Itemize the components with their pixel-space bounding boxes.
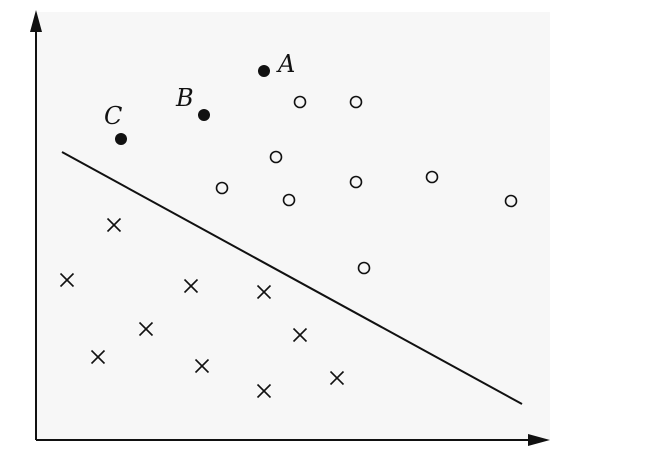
cross-point (90, 349, 106, 365)
open-point (349, 95, 363, 109)
cross-point (292, 327, 308, 343)
open-point (293, 95, 307, 109)
cross-point (106, 217, 122, 233)
cross-point (256, 383, 272, 399)
open-point (215, 181, 229, 195)
cross-point (329, 370, 345, 386)
label-b: B (175, 84, 194, 112)
filled-point-c (115, 133, 127, 145)
open-point (357, 261, 371, 275)
decision-boundary (61, 151, 523, 405)
cross-point (256, 284, 272, 300)
cross-points (59, 217, 345, 399)
open-points (215, 95, 518, 275)
x-axis-arrow-icon (528, 434, 550, 446)
cross-point (138, 321, 154, 337)
cross-point (59, 272, 75, 288)
cross-point (194, 358, 210, 374)
open-point (269, 150, 283, 164)
filled-point-a (258, 65, 270, 77)
label-a: A (276, 50, 295, 78)
cross-point (183, 278, 199, 294)
filled-points (115, 65, 270, 145)
open-point (504, 194, 518, 208)
filled-point-b (198, 109, 210, 121)
label-c: C (104, 102, 122, 130)
plot-background (36, 12, 550, 440)
open-point (282, 193, 296, 207)
y-axis-arrow-icon (30, 10, 42, 32)
open-point (349, 175, 363, 189)
open-point (425, 170, 439, 184)
